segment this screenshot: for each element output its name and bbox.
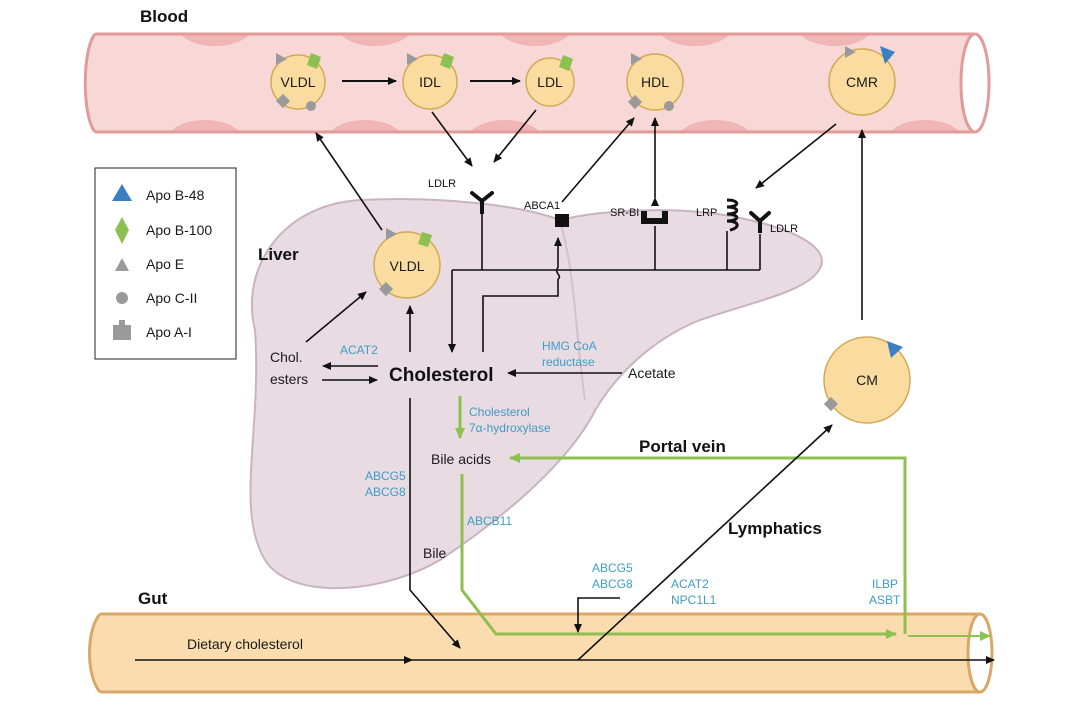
abcg8-gut-label: ABCG8 [592,577,633,591]
bile-acids-label: Bile acids [431,451,491,467]
lrp-icon [726,198,739,232]
hdl-label: HDL [641,74,669,90]
legend-apo-b48: Apo B-48 [146,187,205,203]
abcg5-liver-label: ABCG5 [365,469,406,483]
srbi-label: SR-BI [610,207,639,219]
legend-apo-a1: Apo A-I [146,324,192,340]
abca1-icon [555,214,569,227]
lrp-label: LRP [696,207,717,219]
chol-esters-label-2: esters [270,371,308,387]
acat2-liver-label: ACAT2 [340,343,378,357]
transport-arrows [315,109,866,320]
bile-label: Bile [423,545,447,561]
particle-ldl: LDL [525,55,575,107]
acat2-gut-label: ACAT2 [671,577,709,591]
hmgcoa-label-2: reductase [542,355,595,369]
cyp7a1-label-1: Cholesterol [469,405,530,419]
blood-label: Blood [140,7,188,26]
cyp7a1-label-2: 7α-hydroxylase [469,421,551,435]
portal-vein-label: Portal vein [639,437,726,456]
abcb11-label: ABCB11 [467,514,512,528]
ldlr-left-label: LDLR [428,178,456,190]
particle-vldl-blood: VLDL [270,53,326,111]
dietary-cholesterol-label: Dietary cholesterol [187,636,303,652]
legend: Apo B-48 Apo B-100 Apo E Apo C-II Apo A-… [94,167,237,360]
cmr-label: CMR [846,74,878,90]
chol-esters-label-1: Chol. [270,349,303,365]
liver-label: Liver [258,245,299,264]
liver-internal-lines [305,214,761,649]
asbt-label: ASBT [869,593,901,607]
gut-arrows [135,424,995,664]
particle-idl: IDL [402,53,458,110]
abcg8-liver-label: ABCG8 [365,485,406,499]
apo-b48-icon [112,184,132,201]
particle-cmr: CMR [828,46,896,116]
legend-apo-e: Apo E [146,256,184,272]
legend-apo-b100: Apo B-100 [146,222,212,238]
gut-label: Gut [138,589,168,608]
vldl-liver-label: VLDL [389,258,424,274]
acetate-label: Acetate [628,365,676,381]
liver: Liver [249,198,823,590]
srbi-icon [641,211,668,224]
text-labels: Cholesterol Chol. esters Acetate Bile ac… [187,339,901,652]
hmgcoa-label-1: HMG CoA [542,339,597,353]
gut: Gut [88,589,994,694]
abcg5-gut-label: ABCG5 [592,561,633,575]
ldlr-right-icon [749,211,771,224]
particle-vldl-liver: VLDL [373,228,441,299]
ldlr-left-icon [470,191,494,204]
abca1-label: ABCA1 [524,200,560,212]
cm-label: CM [856,372,878,388]
lymphatics-label: Lymphatics [728,519,822,538]
particle-cm: CM [823,336,911,424]
ldl-label: LDL [537,74,563,90]
ldlr-right-label: LDLR [770,223,798,235]
apo-a1-icon [113,320,131,340]
particle-hdl: HDL [626,53,684,111]
receptors: LDLR ABCA1 SR-BI LRP LDLR [428,178,798,235]
apo-c2-icon [116,292,128,304]
apo-b100-icon [115,217,129,244]
vldl-blood-label: VLDL [280,74,315,90]
idl-label: IDL [419,74,441,90]
npc1l1-label: NPC1L1 [671,593,717,607]
bile-acid-pathway [455,396,991,641]
apo-e-icon [115,258,129,271]
ilbp-label: ILBP [872,577,898,591]
cholesterol-label: Cholesterol [389,365,494,386]
legend-apo-c2: Apo C-II [146,290,197,306]
